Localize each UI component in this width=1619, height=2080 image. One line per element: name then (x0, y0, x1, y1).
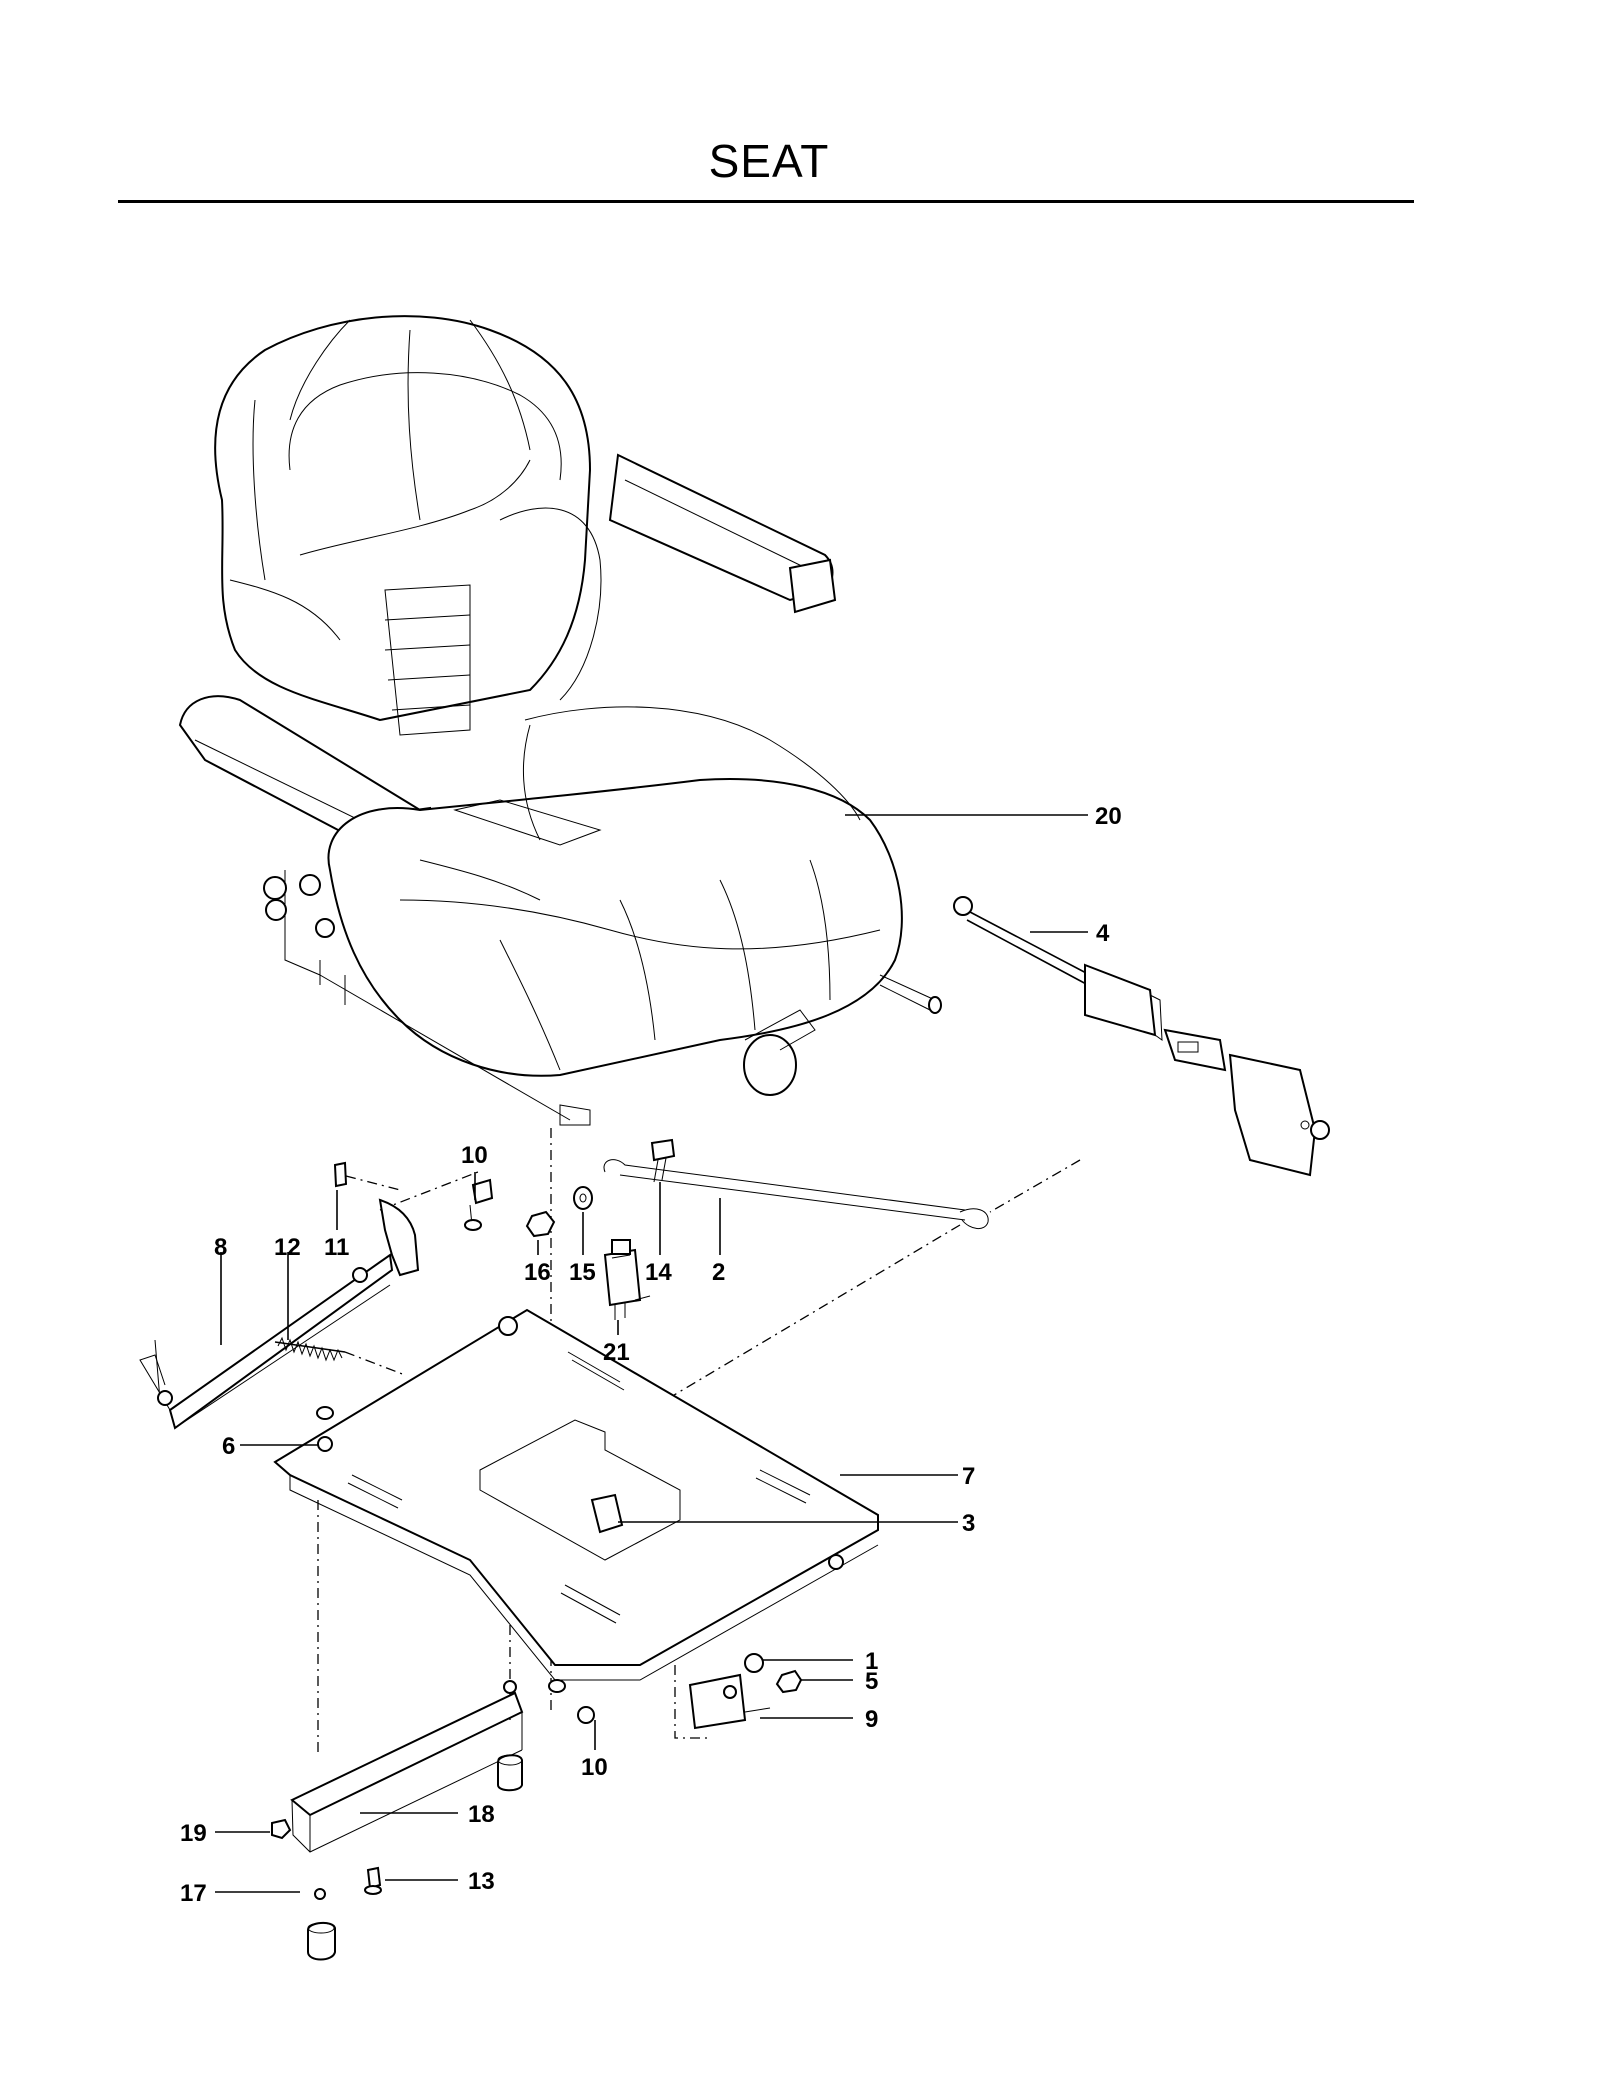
callout-12: 12 (274, 1234, 301, 1261)
callout-18: 18 (468, 1801, 495, 1828)
callout-16: 16 (524, 1259, 551, 1286)
callout-2: 2 (712, 1259, 725, 1286)
callout-10-top: 10 (461, 1142, 488, 1169)
callout-19: 19 (180, 1820, 207, 1847)
callout-14: 14 (645, 1259, 672, 1286)
callout-11: 11 (324, 1234, 349, 1261)
callout-20: 20 (1095, 803, 1122, 830)
callout-1: 1 (865, 1648, 878, 1675)
seat-belt (953, 896, 1330, 1177)
callout-labels: 20 4 10 8 12 11 16 15 14 2 21 6 7 3 1 5 … (180, 803, 1122, 1907)
seat-rail (271, 1680, 524, 1961)
callout-6: 6 (222, 1433, 235, 1460)
callout-5: 5 (865, 1668, 878, 1695)
rear-hardware (548, 1653, 803, 1730)
callout-9: 9 (865, 1706, 878, 1733)
callout-4: 4 (1096, 920, 1110, 947)
seat-bracket (139, 1161, 420, 1430)
title-divider (118, 200, 1414, 203)
callout-15: 15 (569, 1259, 596, 1286)
callout-8: 8 (214, 1234, 227, 1261)
seat-base-plate (273, 1308, 879, 1755)
leader-lines (215, 814, 1088, 1893)
page-title: SEAT (708, 135, 830, 187)
seat-assembly (178, 315, 942, 1126)
callout-17: 17 (180, 1880, 207, 1907)
callout-7: 7 (962, 1463, 975, 1490)
callout-10-bottom: 10 (581, 1754, 608, 1781)
callout-21: 21 (603, 1339, 630, 1366)
callout-3: 3 (962, 1510, 975, 1537)
callout-13: 13 (468, 1868, 495, 1895)
